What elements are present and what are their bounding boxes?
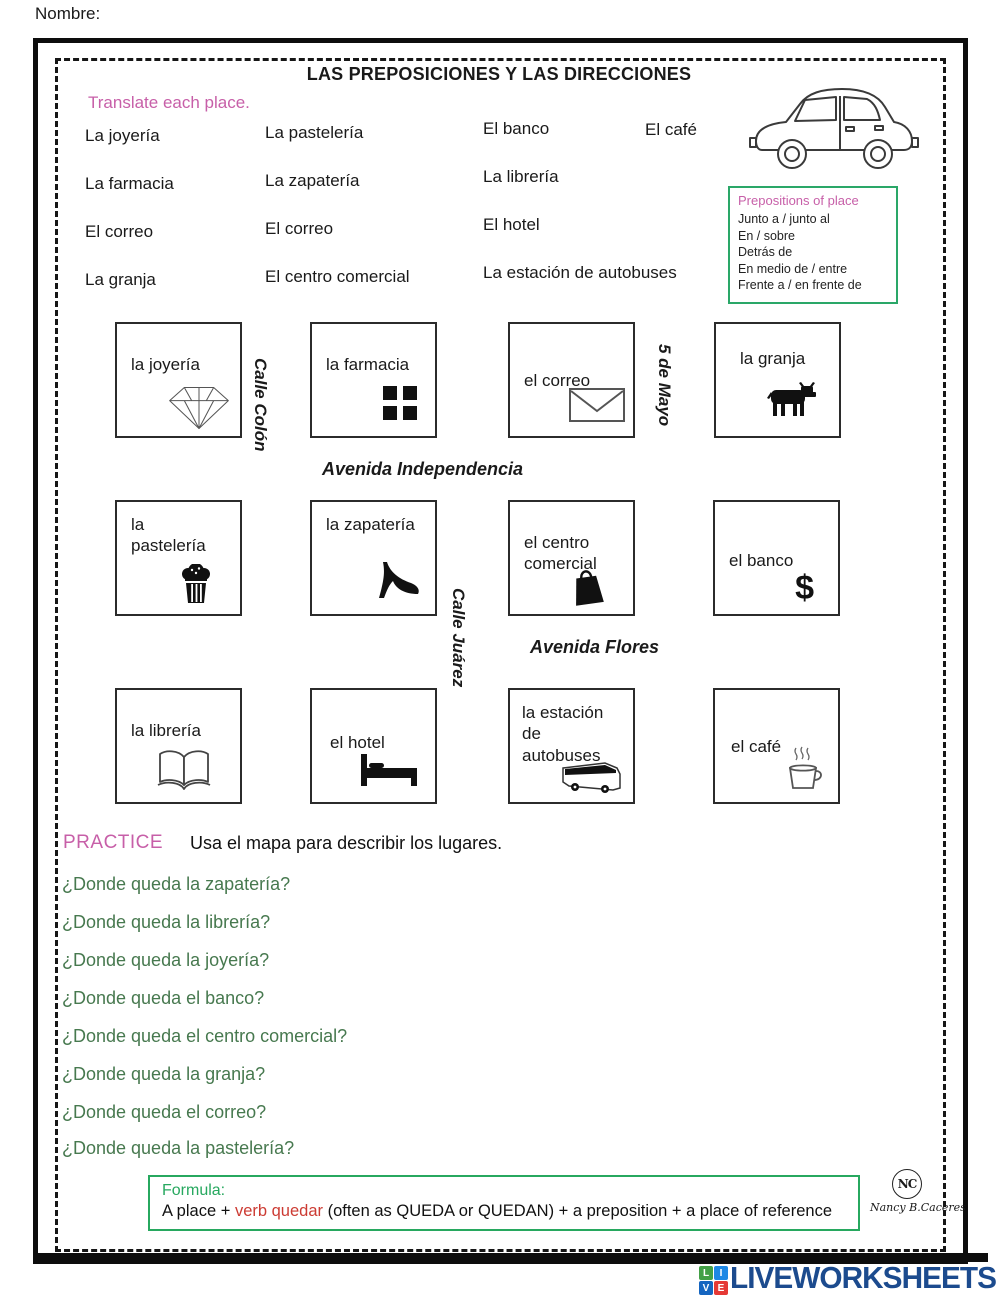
word-item: El correo: [85, 222, 154, 241]
preposition-item: Junto a / junto al: [738, 212, 830, 226]
mapbox-cafe: el café: [713, 688, 840, 804]
word-list-column-4: El café: [645, 120, 697, 168]
coffee-cup-icon: [788, 746, 822, 789]
mapbox-farmacia: la farmacia: [310, 322, 437, 438]
mapbox-granja: la granja: [714, 322, 841, 438]
prepositions-box: Prepositions of place Junto a / junto al…: [728, 186, 898, 304]
word-item: El centro comercial: [265, 267, 410, 286]
mapbox-joyeria: la joyería: [115, 322, 242, 438]
word-item: La zapatería: [265, 171, 360, 190]
formula-part1: A place +: [162, 1202, 235, 1220]
question-pasteleria: ¿Donde queda la pastelería?: [62, 1138, 295, 1158]
mapbox-correo: el correo: [508, 322, 635, 438]
logo-letter: E: [714, 1281, 728, 1295]
question-centro-comercial: ¿Donde queda el centro comercial?: [62, 1026, 348, 1046]
translate-instruction: Translate each place.: [88, 93, 250, 112]
word-item: La joyería: [85, 126, 160, 145]
high-heel-icon: [379, 562, 419, 598]
street-avenida-flores: Avenida Flores: [530, 637, 660, 657]
logo-letter: L: [699, 1266, 713, 1280]
mapbox-label: la pastelería: [131, 515, 206, 556]
question-banco: ¿Donde queda el banco?: [62, 988, 265, 1008]
logo-letter: V: [699, 1281, 713, 1295]
mapbox-label: el centro comercial: [524, 533, 597, 574]
page-title: LAS PREPOSICIONES Y LAS DIRECCIONES: [306, 64, 692, 84]
open-book-icon: [157, 750, 211, 790]
street-avenida-independencia: Avenida Independencia: [322, 459, 524, 479]
mapbox-label: la farmacia: [326, 355, 410, 374]
cow-icon: [767, 382, 816, 416]
logo-letter: I: [714, 1266, 728, 1280]
mapbox-zapateria: la zapatería: [310, 500, 437, 616]
formula-part2: (often as QUEDA or QUEDAN) + a prepositi…: [323, 1202, 832, 1220]
question-libreria: ¿Donde queda la librería?: [62, 912, 271, 932]
street-calle-juarez: Calle Juárez: [449, 588, 468, 688]
mapbox-label: la granja: [740, 349, 806, 368]
word-list-column-2: La pastelería La zapatería El correo El …: [265, 123, 410, 315]
dashed-border: [55, 58, 946, 1252]
street-calle-colon: Calle Colón: [251, 358, 270, 452]
car-illustration-icon: [749, 88, 919, 169]
question-correo: ¿Donde queda el correo?: [62, 1102, 267, 1122]
pharmacy-cross-icon: [383, 386, 417, 420]
word-item: La estación de autobuses: [483, 263, 677, 282]
formula-box: Formula: A place + verb quedar (often as…: [148, 1175, 860, 1231]
bus-icon: [562, 762, 621, 793]
formula-highlight: verb quedar: [234, 1202, 323, 1220]
word-item: La librería: [483, 167, 559, 186]
nc-monogram-icon: NC: [892, 1169, 922, 1199]
question-joyeria: ¿Donde queda la joyería?: [62, 950, 270, 970]
mapbox-hotel: el hotel: [310, 688, 437, 804]
mapbox-label: el correo: [524, 371, 591, 390]
word-item: El banco: [483, 119, 550, 138]
mapbox-label: la estación de autobuses: [522, 703, 604, 765]
word-item: La farmacia: [85, 174, 174, 193]
liveworksheets-logo-icon[interactable]: L I V E: [699, 1266, 728, 1295]
mapbox-label: el café: [731, 737, 782, 756]
word-item: La granja: [85, 270, 156, 289]
envelope-icon: [569, 388, 625, 422]
cupcake-icon: [182, 564, 210, 603]
street-5-de-mayo: 5 de Mayo: [655, 344, 674, 427]
nombre-label: Nombre:: [35, 4, 101, 23]
preposition-item: Detrás de: [738, 245, 793, 259]
prepositions-box-title: Prepositions of place: [738, 193, 859, 208]
word-list-column-3: El banco La librería El hotel La estació…: [483, 119, 677, 311]
diamond-icon: [169, 386, 229, 430]
mapbox-banco: el banco $: [713, 500, 840, 616]
word-item: El café: [645, 120, 697, 139]
word-list-column-1: La joyería La farmacia El correo La gran…: [85, 126, 174, 318]
mapbox-libreria: la librería: [115, 688, 242, 804]
practice-heading: PRACTICE: [63, 832, 164, 853]
mapbox-label: la librería: [131, 721, 201, 740]
preposition-item: En / sobre: [738, 228, 795, 243]
word-item: El correo: [265, 219, 334, 238]
formula-line: A place + verb quedar (often as QUEDA or…: [162, 1202, 846, 1221]
mapbox-label: la zapatería: [326, 515, 415, 534]
preposition-item: En medio de / entre: [738, 261, 848, 276]
question-zapateria: ¿Donde queda la zapatería?: [62, 874, 291, 894]
mapbox-label: el hotel: [330, 733, 385, 752]
liveworksheets-brand-link[interactable]: LIVEWORKSHEETS: [730, 1260, 997, 1295]
word-item: El hotel: [483, 215, 540, 234]
shopping-bag-icon: [576, 570, 604, 606]
preposition-item: Frente a / en frente de: [738, 278, 862, 292]
author-signature: NC Nancy B.Caceres: [870, 1169, 966, 1214]
word-item: La pastelería: [265, 123, 364, 142]
mapbox-label: el banco: [729, 551, 794, 570]
mapbox-centro-comercial: el centro comercial: [508, 500, 635, 616]
bed-icon: [361, 754, 417, 786]
question-granja: ¿Donde queda la granja?: [62, 1064, 266, 1084]
author-name: Nancy B.Caceres: [870, 1201, 966, 1214]
practice-instruction: Usa el mapa para describir los lugares.: [190, 833, 503, 853]
dollar-sign-icon: $: [795, 569, 814, 607]
bottom-black-bar: [33, 1253, 988, 1262]
mapbox-label: la joyería: [131, 355, 200, 374]
formula-label: Formula:: [162, 1182, 226, 1199]
mapbox-pasteleria: la pastelería: [115, 500, 242, 616]
mapbox-estacion: la estación de autobuses: [508, 688, 635, 804]
